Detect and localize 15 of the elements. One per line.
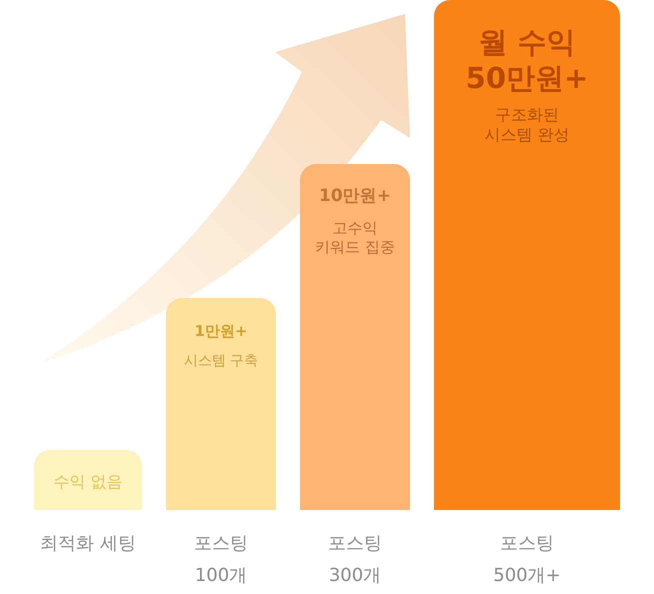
bar	[34, 450, 142, 510]
bar-heading: 월 수익 50만원+	[464, 24, 590, 96]
bar	[300, 164, 410, 510]
bar-caption: 고수익 키워드 집중	[314, 219, 396, 257]
bar	[434, 0, 620, 510]
bar-heading: 수익 없음	[53, 472, 123, 492]
step-label: 포스팅 300개	[327, 532, 383, 588]
bar-heading: 10만원+	[319, 186, 391, 208]
bar	[166, 298, 276, 510]
bar-caption: 구조화된 시스템 완성	[483, 104, 571, 144]
bar-caption: 시스템 구축	[184, 352, 258, 370]
step-label: 최적화 세팅	[39, 532, 137, 556]
step-label: 포스팅 100개	[193, 532, 249, 588]
bar-heading: 1만원+	[194, 322, 248, 341]
step-label: 포스팅 500개+	[492, 532, 562, 588]
